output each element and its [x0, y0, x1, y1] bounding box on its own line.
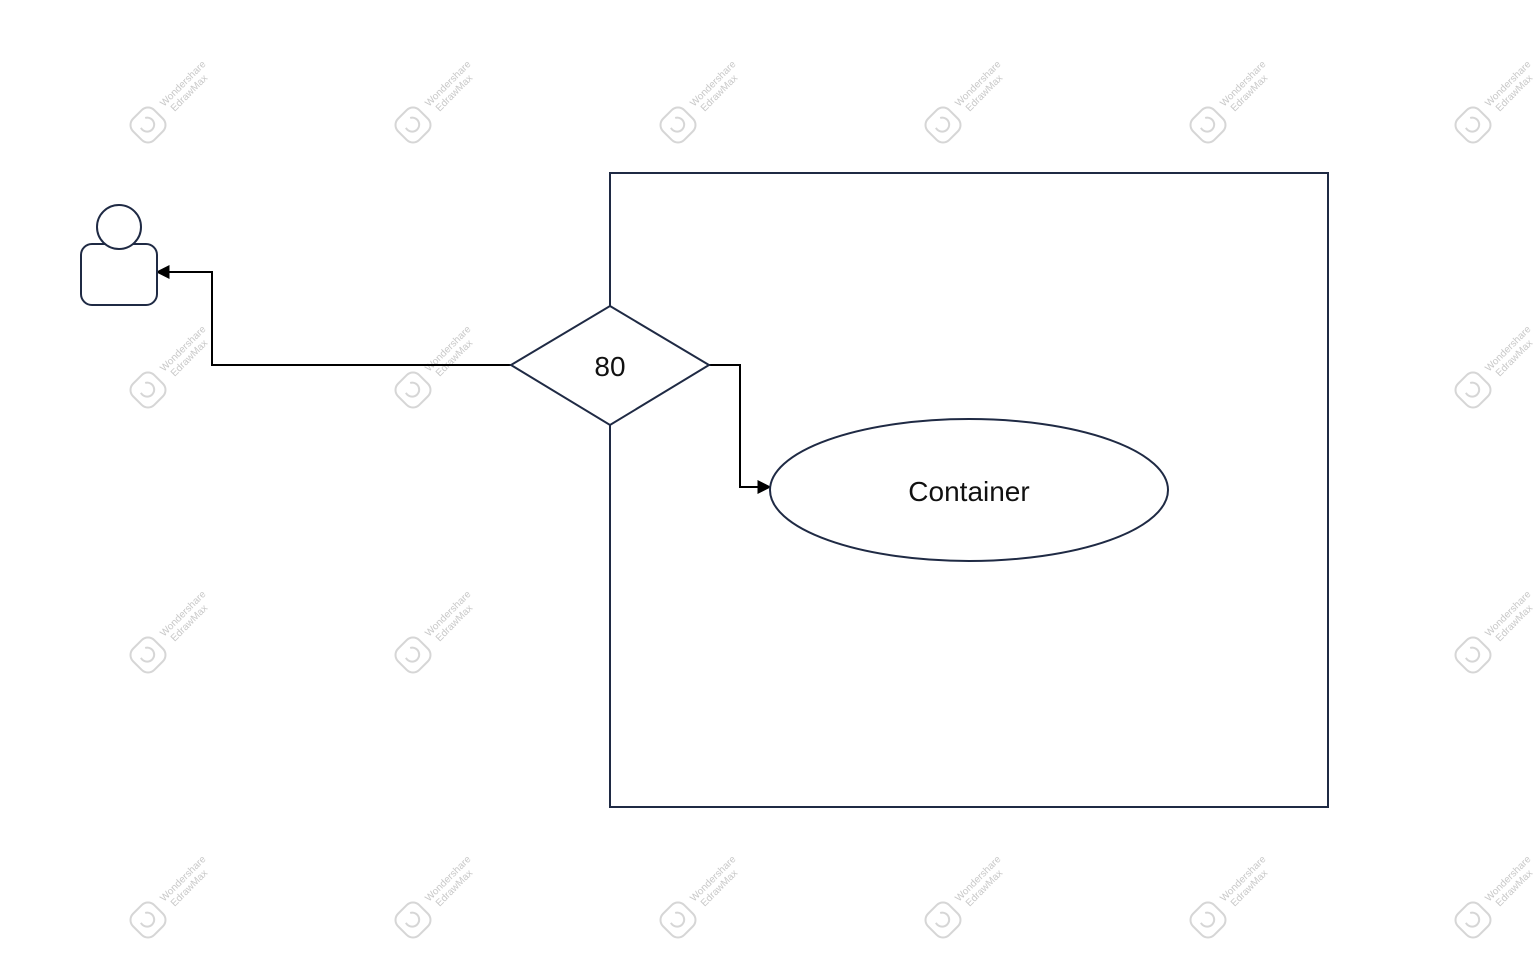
watermark: WondershareEdrawMax [1454, 589, 1534, 674]
connector-decision-to-actor[interactable] [155, 265, 511, 366]
usecase-label: Container [908, 476, 1029, 507]
edrawmax-logo-icon [924, 901, 962, 939]
decision-label: 80 [594, 351, 625, 382]
watermark-text: WondershareEdrawMax [1483, 324, 1534, 382]
edrawmax-logo-icon [129, 636, 167, 674]
watermark-text: WondershareEdrawMax [423, 59, 481, 117]
edrawmax-logo-icon [924, 106, 962, 144]
edrawmax-logo-icon [1189, 106, 1227, 144]
edrawmax-logo-icon [1454, 636, 1492, 674]
edrawmax-logo-icon [394, 901, 432, 939]
watermark-text: WondershareEdrawMax [158, 59, 216, 117]
user-icon[interactable] [80, 204, 158, 306]
edrawmax-logo-icon [1189, 901, 1227, 939]
watermark: WondershareEdrawMax [394, 59, 481, 144]
watermark-text: WondershareEdrawMax [158, 854, 216, 912]
edrawmax-logo-icon [394, 636, 432, 674]
edrawmax-logo-icon [659, 106, 697, 144]
watermark-text: WondershareEdrawMax [158, 324, 216, 382]
watermark-text: WondershareEdrawMax [1483, 589, 1534, 647]
watermark: WondershareEdrawMax [129, 59, 216, 144]
watermark-text: WondershareEdrawMax [423, 854, 481, 912]
watermark: WondershareEdrawMax [659, 59, 746, 144]
edrawmax-logo-icon [1454, 901, 1492, 939]
watermark: WondershareEdrawMax [129, 854, 216, 939]
watermark-text: WondershareEdrawMax [953, 854, 1011, 912]
watermark-text: WondershareEdrawMax [423, 324, 481, 382]
edrawmax-logo-icon [394, 371, 432, 409]
decision-node[interactable]: 80 [509, 304, 711, 427]
watermark-text: WondershareEdrawMax [1218, 854, 1276, 912]
watermark-text: WondershareEdrawMax [1483, 854, 1534, 912]
edrawmax-logo-icon [129, 371, 167, 409]
edrawmax-logo-icon [394, 106, 432, 144]
edrawmax-logo-icon [1454, 106, 1492, 144]
watermark: WondershareEdrawMax [129, 324, 216, 409]
watermark: WondershareEdrawMax [394, 324, 481, 409]
watermark: WondershareEdrawMax [1189, 59, 1276, 144]
watermark-text: WondershareEdrawMax [953, 59, 1011, 117]
usecase-node[interactable]: Container [769, 418, 1169, 562]
watermark-text: WondershareEdrawMax [423, 589, 481, 647]
watermark: WondershareEdrawMax [1454, 324, 1534, 409]
edrawmax-logo-icon [129, 106, 167, 144]
watermark-text: WondershareEdrawMax [1483, 59, 1534, 117]
watermark-text: WondershareEdrawMax [1218, 59, 1276, 117]
watermark: WondershareEdrawMax [1454, 59, 1534, 144]
watermark: WondershareEdrawMax [1189, 854, 1276, 939]
watermark-text: WondershareEdrawMax [158, 589, 216, 647]
watermark: WondershareEdrawMax [659, 854, 746, 939]
edrawmax-logo-icon [1454, 371, 1492, 409]
edrawmax-logo-icon [129, 901, 167, 939]
watermark: WondershareEdrawMax [129, 589, 216, 674]
connector-decision-to-usecase[interactable] [709, 364, 772, 494]
watermark: WondershareEdrawMax [924, 854, 1011, 939]
watermark-text: WondershareEdrawMax [688, 854, 746, 912]
watermark: WondershareEdrawMax [924, 59, 1011, 144]
watermark: WondershareEdrawMax [1454, 854, 1534, 939]
watermark: WondershareEdrawMax [394, 589, 481, 674]
edrawmax-logo-icon [659, 901, 697, 939]
watermark: WondershareEdrawMax [394, 854, 481, 939]
watermark-text: WondershareEdrawMax [688, 59, 746, 117]
